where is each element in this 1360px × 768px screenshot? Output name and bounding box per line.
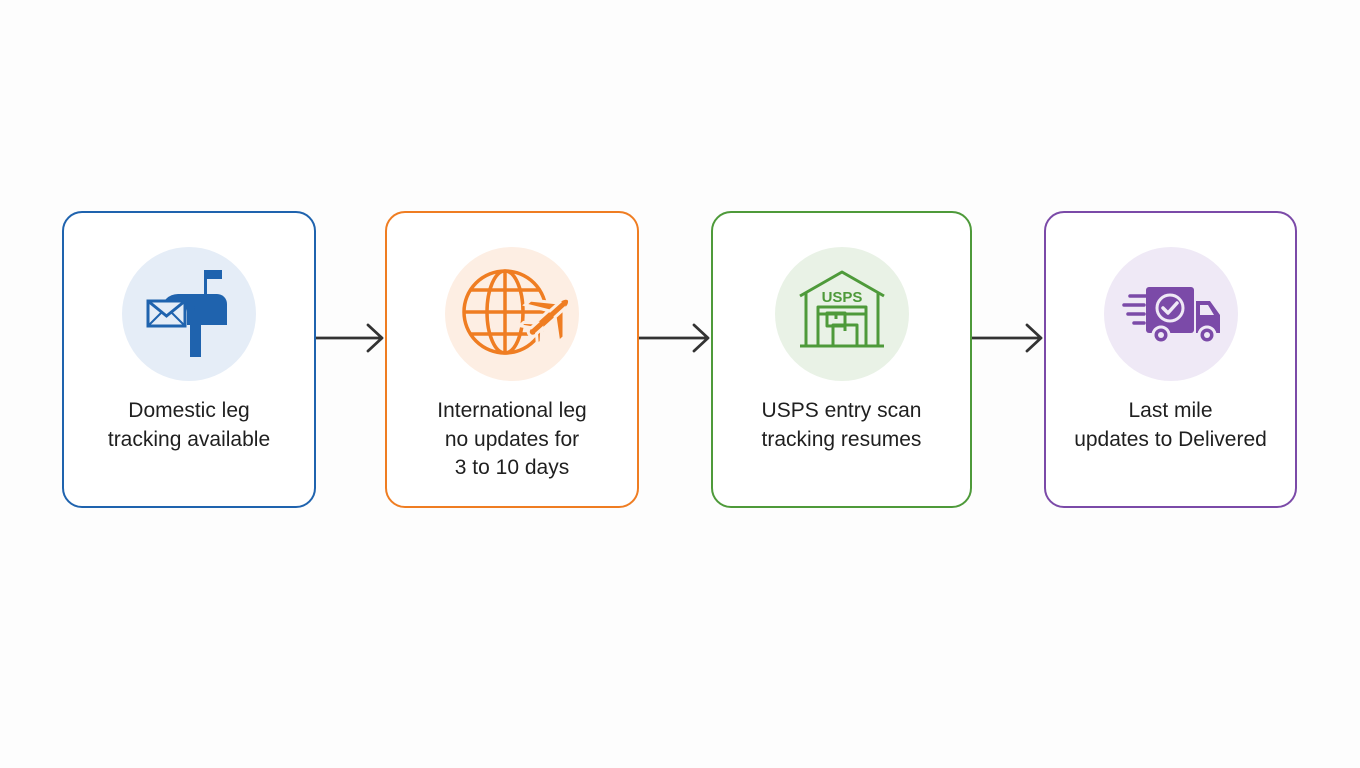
flow-arrow-1 xyxy=(316,322,385,354)
step-label-usps-entry: USPS entry scan tracking resumes xyxy=(761,399,922,451)
delivery-truck-icon xyxy=(1121,287,1220,345)
usps-sign: USPS xyxy=(821,289,862,306)
arrow-right-icon xyxy=(316,323,384,353)
step-card-domestic: Domestic leg tracking available xyxy=(62,211,316,508)
arrow-right-icon xyxy=(972,323,1043,353)
arrow-right-icon xyxy=(639,323,710,353)
step-card-usps-entry: USPS USPS entry scan tracking resumes xyxy=(711,211,972,508)
mailbox-icon xyxy=(146,270,227,357)
flow-arrow-3 xyxy=(972,322,1044,354)
step-label-international: International leg no updates for 3 to 10… xyxy=(437,399,587,479)
warehouse-icon: USPS xyxy=(798,270,885,348)
icon-circle-domestic xyxy=(122,247,256,381)
flow-arrow-2 xyxy=(639,322,711,354)
icon-circle-international xyxy=(445,247,579,381)
step-card-last-mile: Last mile updates to Delivered xyxy=(1044,211,1297,508)
step-card-international: International leg no updates for 3 to 10… xyxy=(385,211,639,508)
step-label-last-mile: Last mile updates to Delivered xyxy=(1074,399,1267,451)
icon-circle-last-mile xyxy=(1103,247,1238,381)
icon-circle-usps-entry: USPS xyxy=(774,247,909,381)
globe-airplane-icon xyxy=(462,269,572,355)
step-label-domestic: Domestic leg tracking available xyxy=(107,399,271,451)
